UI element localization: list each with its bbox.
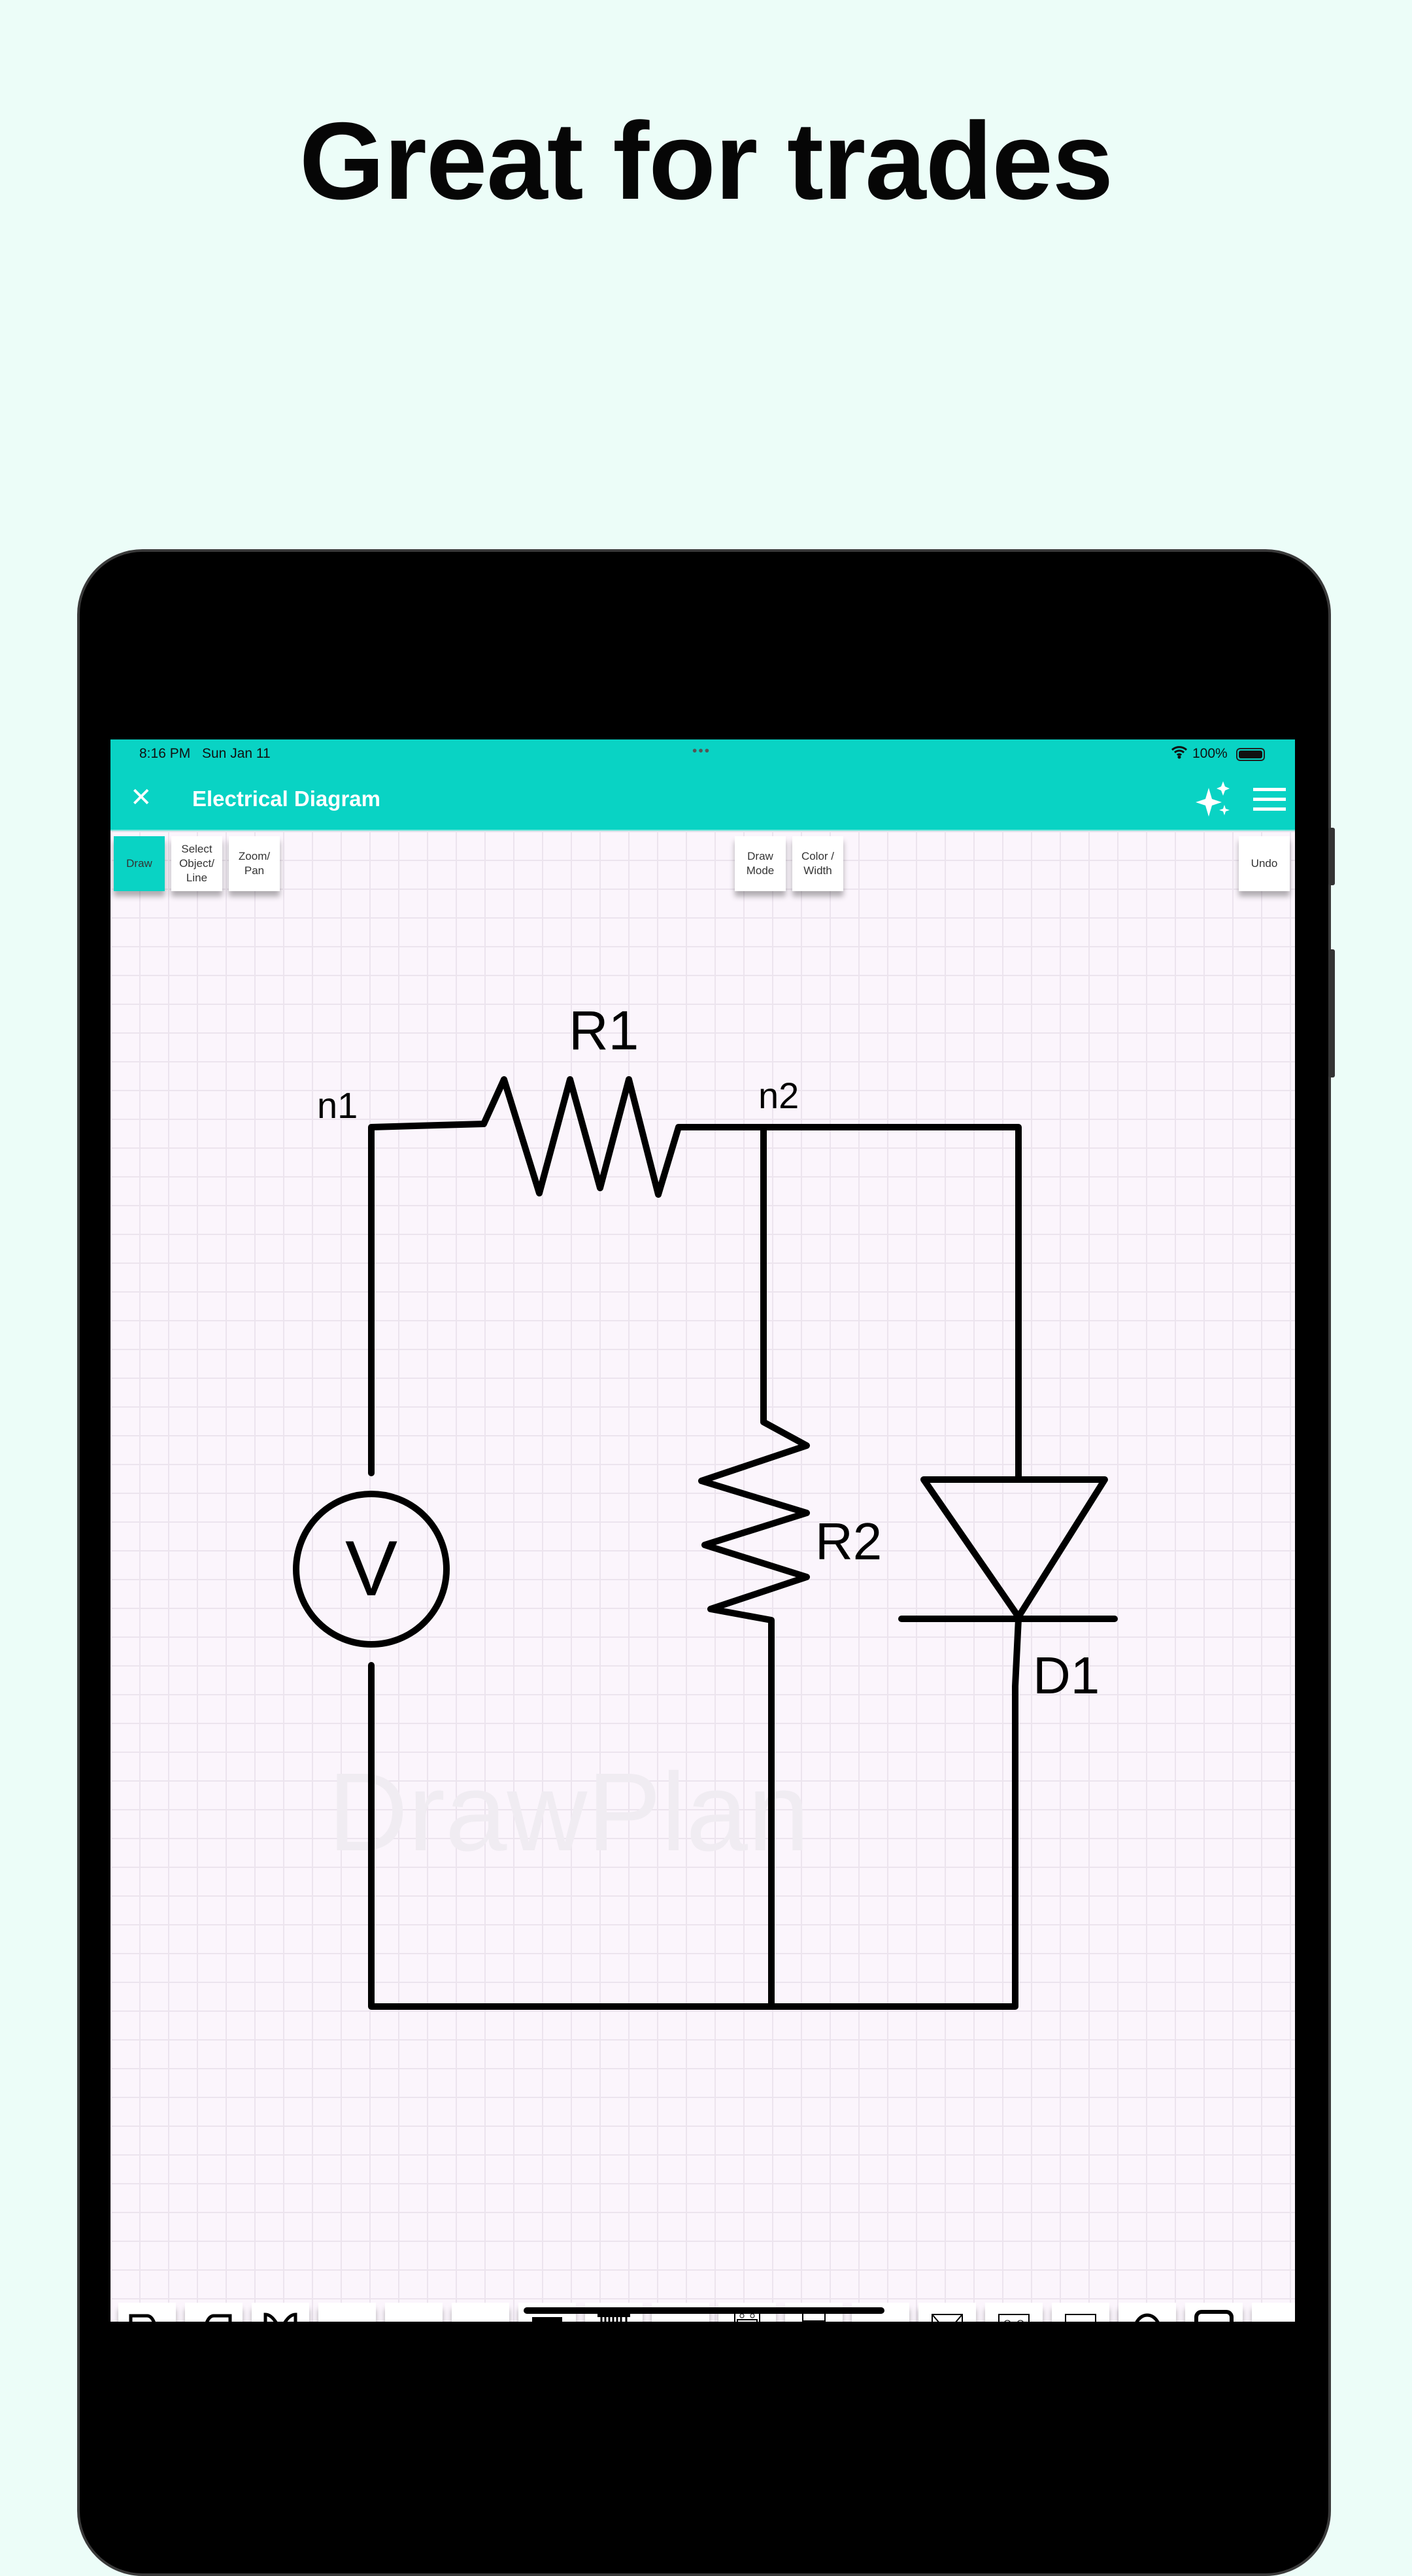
palette-item-window[interactable] [452, 2303, 509, 2322]
palette-item-double-door[interactable] [252, 2303, 309, 2322]
wire-left-top [368, 1076, 1022, 1483]
drawing-canvas[interactable]: Draw Select Object/ Line Zoom/ Pan Draw … [110, 831, 1295, 2322]
palette-item-label[interactable]: Label [1252, 2303, 1295, 2322]
page-title: Electrical Diagram [192, 787, 380, 811]
circle-icon [1135, 2313, 1160, 2322]
battery-percent: 100% [1192, 746, 1228, 761]
menu-icon[interactable] [1253, 788, 1286, 815]
label-r1: R1 [569, 1000, 639, 1061]
palette-item-door-right[interactable] [185, 2303, 243, 2322]
home-indicator[interactable] [524, 2307, 884, 2314]
status-date: Sun Jan 11 [202, 746, 271, 761]
palette-item-rounded-square[interactable] [1185, 2303, 1243, 2322]
volume-up-button [1328, 828, 1335, 885]
palette-item-window-offset[interactable] [318, 2303, 376, 2322]
label-n2: n2 [758, 1075, 799, 1116]
app-screen: 8:16 PM Sun Jan 11 ••• 100% ✕ Electrical… [110, 739, 1295, 2322]
palette-item-appliance[interactable] [1052, 2303, 1109, 2322]
headline: Great for trades [299, 99, 1113, 222]
palette-item-door-left[interactable] [118, 2303, 176, 2322]
double-door-icon [263, 2313, 297, 2322]
voltage-source [293, 1491, 450, 1648]
window-offset-icon [324, 2309, 370, 2322]
palette-item-stove[interactable] [985, 2303, 1043, 2322]
draw-mode-button[interactable]: Draw Mode [735, 836, 786, 891]
rounded-square-icon [1194, 2310, 1234, 2322]
opening-icon [391, 2309, 437, 2322]
palette-item-opening[interactable] [385, 2303, 443, 2322]
draw-button[interactable]: Draw [114, 836, 165, 891]
sparkle-icon[interactable] [1196, 781, 1232, 821]
resistor-r2 [698, 1124, 810, 2010]
status-bar: 8:16 PM Sun Jan 11 ••• 100% [110, 739, 1295, 768]
stove-icon [998, 2314, 1030, 2322]
zoom-pan-button[interactable]: Zoom/ Pan [229, 836, 280, 891]
app-bar: ✕ Electrical Diagram [110, 768, 1295, 831]
status-time: 8:16 PM [139, 746, 191, 761]
select-object-line-button[interactable]: Select Object/ Line [171, 836, 222, 891]
label-r2: R2 [815, 1512, 882, 1570]
wire-right-bottom [368, 1616, 1022, 2010]
circuit-diagram: DrawPlan V n1 n2 R1 R2 D1 [293, 1000, 1118, 2010]
battery-icon [1236, 748, 1265, 761]
diode-d1 [920, 1476, 1108, 1620]
undo-button[interactable]: Undo [1239, 836, 1290, 891]
window-icon [458, 2309, 503, 2322]
wifi-icon [1171, 745, 1188, 763]
stairs-rail-icon [597, 2312, 630, 2322]
palette-item-box-x[interactable] [918, 2303, 976, 2322]
door-right-icon [205, 2314, 232, 2322]
label-n1: n1 [317, 1085, 358, 1126]
box-x-icon [932, 2314, 963, 2322]
label-d1: D1 [1033, 1646, 1100, 1704]
volume-down-button [1328, 949, 1335, 1077]
palette-item-circle[interactable] [1118, 2303, 1176, 2322]
watermark: DrawPlan [328, 1750, 810, 1874]
label-v: V [345, 1525, 397, 1612]
appliance-icon [1065, 2314, 1096, 2322]
multitask-dots-icon: ••• [692, 743, 711, 758]
close-icon[interactable]: ✕ [130, 783, 152, 812]
color-width-button[interactable]: Color / Width [792, 836, 843, 891]
door-left-icon [129, 2314, 156, 2322]
stairs-icon [532, 2317, 562, 2322]
